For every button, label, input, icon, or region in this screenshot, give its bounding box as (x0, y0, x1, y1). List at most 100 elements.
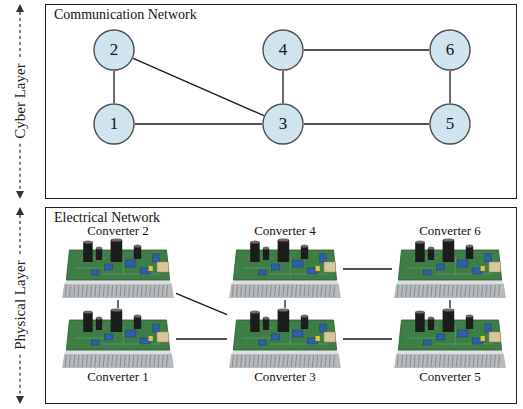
heatsink-fin (253, 285, 254, 297)
communication-link (135, 123, 262, 124)
arrow-head (16, 4, 24, 12)
board-track (269, 344, 327, 345)
heatsink-fin (95, 355, 96, 367)
heatsink-fin (162, 285, 163, 297)
board-track (102, 344, 160, 345)
converter-illustration (227, 238, 343, 300)
heatsink-fin (287, 355, 288, 367)
blue-component (104, 264, 112, 270)
heatsink-fin (82, 285, 83, 297)
yellow-component (149, 336, 153, 341)
heatsink-fin (499, 355, 500, 367)
capacitor-top (415, 240, 424, 243)
heatsink-fin (448, 285, 449, 297)
heatsink-fin (249, 355, 250, 367)
terminal-block (324, 262, 336, 272)
capacitor-top (263, 246, 269, 249)
heatsink-fin (499, 285, 500, 297)
capacitor-top (83, 240, 92, 243)
heatsink-fin (91, 285, 92, 297)
converter-label: Converter 1 (60, 370, 176, 384)
heatsink-fin (291, 355, 292, 367)
heatsink-fin (141, 355, 142, 367)
converter-illustration (60, 308, 176, 370)
capacitor-top (96, 316, 102, 319)
heatsink-fin (137, 355, 138, 367)
heatsink-fin (473, 285, 474, 297)
capacitor (111, 240, 123, 262)
heatsink-fin (253, 355, 254, 367)
network-node-circle: 3 (262, 103, 304, 145)
dashed-arrow-line (19, 144, 20, 191)
communication-link (304, 123, 429, 124)
heatsink-fin (266, 355, 267, 367)
heatsink-fin (414, 355, 415, 367)
capacitor (134, 316, 141, 329)
heatsink-fin (283, 355, 284, 367)
heatsink-fin (145, 285, 146, 297)
heatsink-fin (162, 355, 163, 367)
blue-component (125, 330, 136, 337)
circle-shape (94, 30, 134, 70)
board-track (102, 274, 160, 275)
heatsink-fin (287, 285, 288, 297)
arrow-head (16, 207, 24, 215)
heatsink-fin (158, 285, 159, 297)
heatsink-fin (461, 285, 462, 297)
heatsink-fin (427, 355, 428, 367)
heatsink (62, 284, 174, 298)
heatsink-fin (124, 285, 125, 297)
capacitor (96, 318, 102, 330)
heatsink-fin (321, 285, 322, 297)
heatsink-fin (486, 355, 487, 367)
heatsink-fin (65, 355, 66, 367)
heatsink-fin (266, 285, 267, 297)
blue-component (259, 340, 266, 345)
heatsink-fin (103, 355, 104, 367)
blue-component (92, 340, 99, 345)
capacitor-top (415, 310, 424, 313)
heatsink (394, 284, 506, 298)
heatsink-fin (236, 285, 237, 297)
heatsink-top (231, 280, 339, 284)
heatsink-fin (78, 355, 79, 367)
capacitor-top (250, 310, 259, 313)
capacitor-top (466, 314, 473, 317)
heatsink-fin (465, 355, 466, 367)
capacitor-top (466, 244, 473, 247)
capacitor (83, 242, 92, 262)
blue-component (424, 270, 431, 275)
heatsink-fin (154, 355, 155, 367)
heatsink-top (396, 280, 504, 284)
layer-label: Cyber Layer (12, 63, 28, 138)
heatsink-fin (317, 355, 318, 367)
heatsink-fin (78, 285, 79, 297)
heatsink-fin (312, 355, 313, 367)
blue-component (153, 254, 159, 262)
heatsink-fin (486, 285, 487, 297)
converter-box: Converter 3 (227, 308, 343, 384)
heatsink-fin (334, 285, 335, 297)
heatsink-fin (133, 285, 134, 297)
terminal-block (157, 332, 169, 342)
node-number: 1 (110, 115, 119, 133)
heatsink-fin (494, 355, 495, 367)
heatsink-fin (435, 285, 436, 297)
heatsink-fin (133, 355, 134, 367)
heatsink-fin (150, 355, 151, 367)
heatsink-fin (258, 355, 259, 367)
heatsink-fin (397, 355, 398, 367)
heatsink-fin (448, 355, 449, 367)
node-number: 3 (279, 115, 288, 133)
dashed-arrow-line (19, 12, 20, 58)
heatsink-fin (74, 355, 75, 367)
converter-illustration (227, 308, 343, 370)
heatsink-fin (423, 285, 424, 297)
heatsink-fin (274, 285, 275, 297)
heatsink-fin (274, 355, 275, 367)
heatsink-fin (490, 285, 491, 297)
heatsink-fin (414, 285, 415, 297)
node-number: 4 (279, 41, 288, 59)
circle-shape (430, 104, 470, 144)
